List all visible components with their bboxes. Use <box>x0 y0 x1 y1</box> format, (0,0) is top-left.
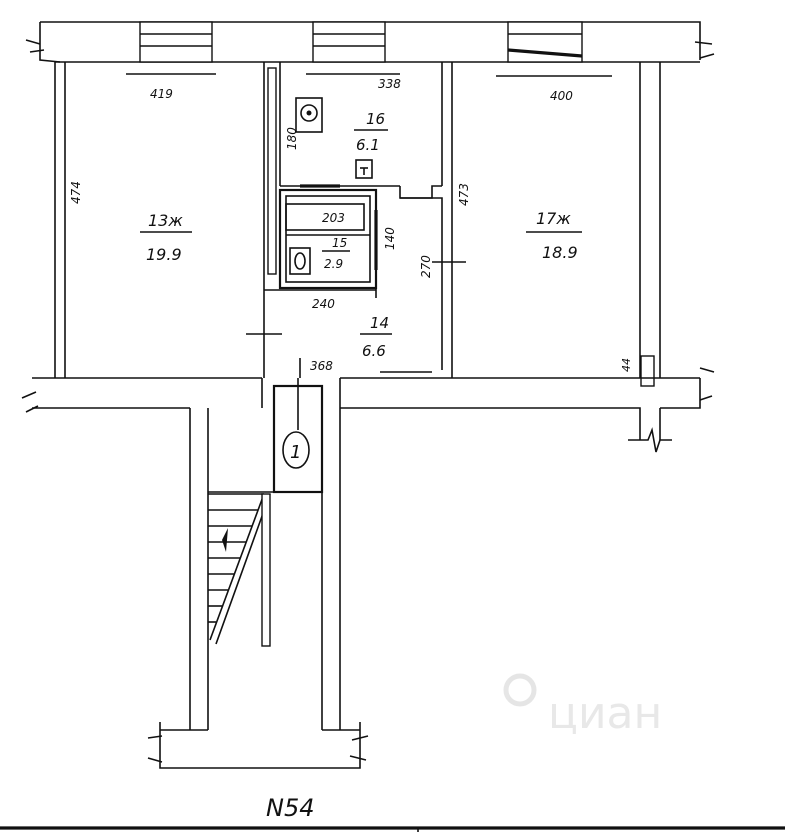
bottom-wall-right-end <box>660 378 701 409</box>
wall-break-bottom-right <box>628 427 672 453</box>
room-14: 14 6.6 <box>360 314 392 360</box>
stove-icon <box>295 97 323 133</box>
stair-handrail <box>261 493 271 647</box>
dim-room13-height: 474 <box>69 181 83 204</box>
bathtub <box>285 203 365 231</box>
room-13-id: 13ж <box>148 211 183 230</box>
room-16: 16 6.1 <box>354 110 388 154</box>
room-13: 13ж 19.9 <box>140 211 192 264</box>
dim-room13-width: 419 <box>150 87 173 101</box>
window-room17 <box>507 21 583 63</box>
toilet-icon <box>289 247 311 275</box>
stair-arrow-icon <box>222 528 228 552</box>
room-14-area: 6.6 <box>362 342 386 360</box>
dim-room16-side: 180 <box>285 127 299 150</box>
window-room13 <box>139 21 213 63</box>
room-16-id: 16 <box>366 110 385 128</box>
wall-break-left-bottom <box>21 391 39 413</box>
sink-icon <box>355 159 373 179</box>
vent-shaft <box>640 355 655 387</box>
room-17: 17ж 18.9 <box>526 209 582 262</box>
stair-bottom-outer <box>159 722 361 769</box>
stair-wall-breaks <box>147 735 369 763</box>
dim-hall-width: 368 <box>310 359 333 373</box>
wall-break-left <box>25 39 45 53</box>
dim-corridor-width: 240 <box>312 297 335 311</box>
room-17-area: 18.9 <box>542 243 578 262</box>
wall-break-right-bottom <box>699 367 715 401</box>
room-13-area: 19.9 <box>146 245 182 264</box>
dim-room17-height: 473 <box>457 183 471 206</box>
dim-bath-side: 140 <box>383 227 397 250</box>
window-room16 <box>312 21 386 63</box>
dim-room17-width: 400 <box>550 89 573 103</box>
entrance-marker: 1 <box>282 378 310 469</box>
dim-room16-width: 338 <box>378 77 401 91</box>
plan-number: N54 <box>266 794 315 822</box>
room-14-id: 14 <box>370 314 389 332</box>
bathroom-inner <box>285 195 371 283</box>
staircase <box>208 493 271 645</box>
top-wall-outer <box>40 21 701 60</box>
wall-break-right <box>694 41 715 59</box>
partition-13-door-panel <box>267 67 277 275</box>
watermark-text: циан <box>548 688 662 739</box>
dim-bath-width: 203 <box>322 211 345 225</box>
room-16-area: 6.1 <box>356 136 380 154</box>
kitchen-niche <box>399 185 442 199</box>
room-17-id: 17ж <box>536 209 571 228</box>
room-15-id: 15 <box>332 236 347 250</box>
room-15: 15 2.9 <box>322 236 350 271</box>
dim-wall-thickness: 44 <box>620 358 633 372</box>
bottom-wall-bottom-right <box>340 407 641 420</box>
room-15-area: 2.9 <box>324 257 343 271</box>
outer-wall-left-top <box>39 22 61 63</box>
watermark: циан <box>503 673 662 739</box>
bathroom-walls <box>278 188 378 290</box>
corridor-right-wall <box>400 197 443 370</box>
watermark-pin-icon <box>503 673 537 707</box>
entrance-marker-number: 1 <box>290 442 301 463</box>
dim-corridor-height: 270 <box>419 255 433 278</box>
